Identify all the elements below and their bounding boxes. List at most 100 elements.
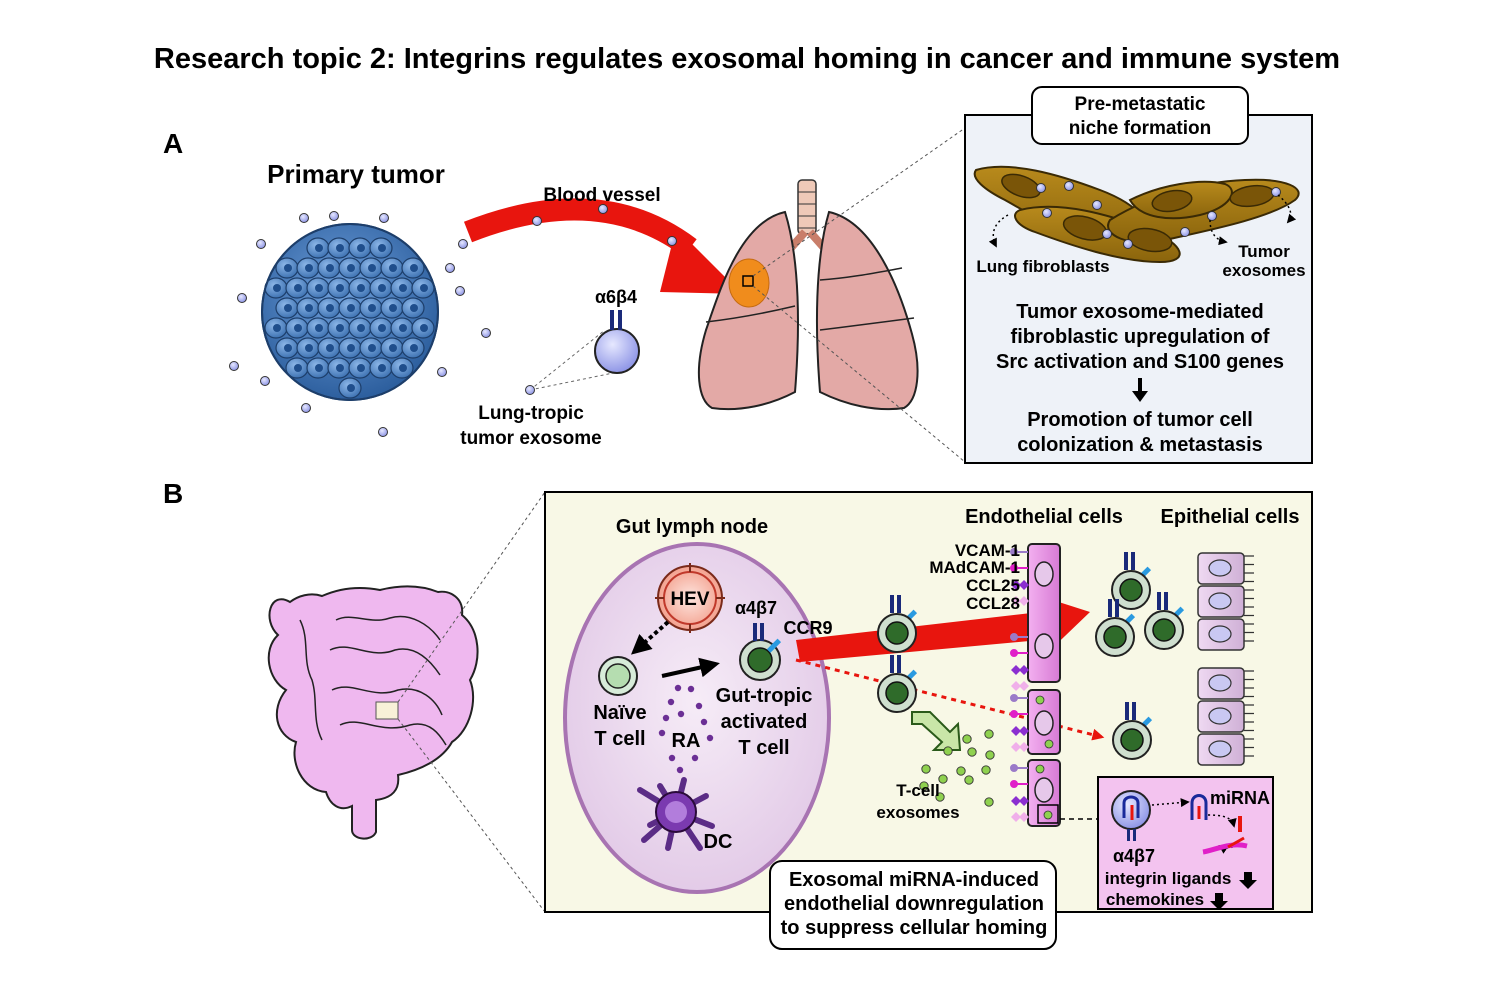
epithelial-nucleus — [1208, 707, 1232, 725]
fibroblast-exosome — [1092, 200, 1102, 210]
vcam1-ligand-head — [1010, 764, 1018, 772]
t-cell-exosome — [919, 781, 929, 791]
epithelial-nucleus — [1208, 674, 1232, 692]
tumor-cell-nucleus — [378, 364, 386, 372]
a4b7-integrin — [1124, 552, 1128, 570]
tumor-cell-nucleus — [315, 324, 323, 332]
ccl25-chemokine — [1011, 726, 1021, 736]
gut-tropic-label-1: Gut-tropic — [716, 685, 813, 707]
t-cell-exosome — [956, 766, 966, 776]
tumor-cell-nucleus — [305, 304, 313, 312]
summary-line-3: to suppress cellular homing — [781, 917, 1048, 939]
tumor-cell-nucleus — [389, 344, 397, 352]
tumor-cell-nucleus — [368, 344, 376, 352]
ccl28-chemokine — [1019, 812, 1029, 822]
tumor-cell-nucleus — [326, 264, 334, 272]
t-cell-nucleus — [885, 621, 909, 645]
mechanism-line-1: Tumor exosome-mediated — [1016, 301, 1263, 323]
tumor-cell-nucleus — [378, 244, 386, 252]
endothelial-cell-column — [1027, 543, 1061, 827]
panel-b-label: B — [163, 478, 183, 509]
homing-t-cells — [877, 552, 1185, 760]
a4b7-integrin — [1164, 592, 1168, 610]
madcam1-ligand-head — [1010, 710, 1018, 718]
lung-tropic-label-2: tumor exosome — [460, 428, 601, 449]
ccl25-chemokine — [1019, 665, 1029, 675]
epithelial-cell-columns — [1197, 552, 1254, 766]
retinoic-acid-dot — [667, 698, 675, 706]
mirna-label: miRNA — [1210, 788, 1270, 808]
gut-tropic-label-2: activated — [721, 711, 808, 733]
lungs-illustration — [697, 179, 919, 411]
fibroblast-exosome — [1102, 229, 1112, 239]
hev-to-naive-arrow — [631, 620, 670, 655]
tumor-cell-nucleus — [315, 364, 323, 372]
ccl25-chemokine — [1011, 665, 1021, 675]
retinoic-acid-dot — [674, 684, 682, 692]
tumor-cell-nucleus — [368, 264, 376, 272]
gut-tropic-label-3: T cell — [738, 737, 789, 759]
a4b7-integrin — [1157, 592, 1161, 610]
intestine-illustration — [267, 585, 479, 840]
tumor-cell-nucleus — [389, 264, 397, 272]
ccl28-chemokine — [1011, 742, 1021, 752]
activation-arrow — [661, 657, 720, 678]
naive-label-1: Naïve — [593, 702, 646, 724]
mrna-target-icon — [1202, 842, 1248, 855]
tumor-cell-nucleus — [368, 304, 376, 312]
fibroblast-exosome — [1036, 183, 1046, 193]
zoom-line — [397, 718, 546, 913]
tumor-cell-nucleus — [294, 364, 302, 372]
vcam1-ligand-head — [1010, 633, 1018, 641]
tumor-cell-nucleus — [347, 304, 355, 312]
a4b7-integrin — [890, 595, 894, 613]
down-arrow-icon — [1239, 872, 1257, 889]
retinoic-acid-dot — [695, 702, 703, 710]
mechanism-line-2: fibroblastic upregulation of — [1011, 326, 1270, 348]
endothelial-cells-label: Endothelial cells — [965, 506, 1123, 528]
tumor-cell-nucleus — [315, 284, 323, 292]
tumor-cell-nucleus — [336, 244, 344, 252]
tumor-cell-nucleus — [410, 304, 418, 312]
retinoic-acid-dot — [668, 754, 676, 762]
tumor-cell-nucleus — [347, 344, 355, 352]
tcell-exosomes-label-2: exosomes — [876, 803, 959, 822]
naive-t-cell — [598, 656, 638, 696]
ra-label: RA — [672, 730, 701, 752]
ligand-ccl28: CCL28 — [966, 594, 1020, 613]
tumor-exosome — [237, 293, 247, 303]
t-cell-nucleus — [1119, 578, 1143, 602]
tumor-cell-nucleus — [273, 284, 281, 292]
ccl28-chemokine — [1019, 596, 1029, 606]
fibroblast-exosome — [1180, 227, 1190, 237]
retinoic-acid-dot — [691, 754, 699, 762]
summary-line-1: Exosomal miRNA-induced — [789, 869, 1039, 891]
madcam1-ligand-head — [1010, 649, 1018, 657]
tumor-cell-nucleus — [399, 364, 407, 372]
released-exosomes — [229, 211, 491, 437]
hev-label: HEV — [670, 589, 709, 610]
niche-title-1: Pre-metastatic — [1075, 94, 1206, 115]
ligand-ccl25: CCL25 — [966, 576, 1020, 595]
tumor-cell-nucleus — [284, 264, 292, 272]
microvilli — [1244, 670, 1254, 757]
homing-arrow — [796, 596, 1090, 662]
fibroblast-exosome — [1064, 181, 1074, 191]
tumor-cell-nucleus — [410, 344, 418, 352]
t-cell-exosome — [967, 747, 977, 757]
tumor-cell-nucleus — [357, 364, 365, 372]
tumor-cell-nucleus — [284, 304, 292, 312]
t-cell-exosome — [985, 750, 995, 760]
gut-tropic-t-cell — [739, 623, 782, 681]
tumor-cell-nucleus — [326, 304, 334, 312]
tumor-cell-nucleus — [294, 324, 302, 332]
tumor-cell-nucleus — [273, 324, 281, 332]
blood-vessel-arrow — [463, 198, 742, 294]
epithelial-nucleus — [1208, 559, 1232, 577]
lung-tropic-label-1: Lung-tropic — [478, 403, 584, 424]
niche-title-2: niche formation — [1069, 118, 1212, 139]
t-cell-exosome — [938, 774, 948, 784]
ligand-vcam1: VCAM-1 — [955, 541, 1020, 560]
tumor-cells — [264, 237, 435, 399]
